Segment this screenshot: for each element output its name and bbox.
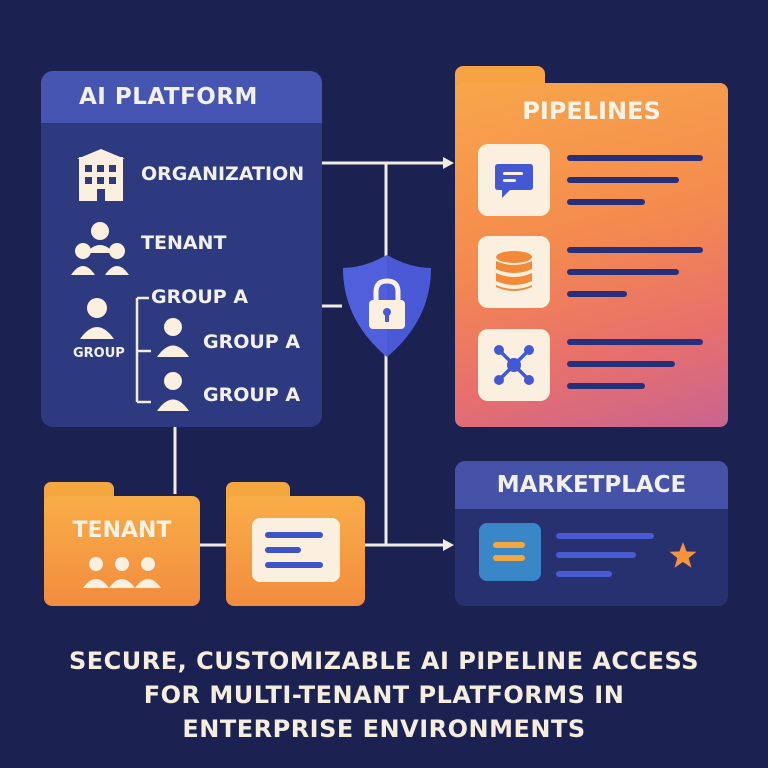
users-icon [83, 557, 161, 588]
database-icon [496, 251, 532, 291]
tenant-label: TENANT [141, 232, 227, 254]
pipeline-line [567, 361, 675, 367]
pipelines-title: PIPELINES [522, 97, 661, 125]
tenant-folder[interactable]: TENANT [44, 496, 200, 606]
chat-icon [495, 164, 533, 198]
document-folder[interactable] [226, 496, 365, 606]
pipelines-folder: PIPELINES [455, 83, 728, 427]
group-item-label: GROUP A [151, 286, 249, 308]
shield-lock-icon [343, 255, 431, 357]
pipeline-line [567, 199, 645, 205]
app-tile-line [493, 555, 525, 561]
document-icon [252, 518, 340, 582]
marketplace-line [556, 533, 654, 539]
marketplace-line [556, 571, 612, 577]
caption-line: SECURE, CUSTOMIZABLE AI PIPELINE ACCESS [68, 647, 700, 675]
marketplace-panel: MARKETPLACE [455, 461, 728, 606]
organization-label: ORGANIZATION [141, 163, 305, 185]
caption-line: FOR MULTI-TENANT PLATFORMS IN [143, 681, 625, 709]
pipeline-line [567, 383, 645, 389]
pipeline-line [567, 247, 703, 253]
pipeline-line [567, 269, 679, 275]
users-icon [71, 222, 129, 275]
pipeline-item-network[interactable] [478, 329, 550, 401]
tenant-folder-label: TENANT [72, 518, 172, 543]
group-item-label: GROUP A [203, 384, 301, 406]
arrowhead-pipelines [443, 157, 454, 169]
ai-platform-panel: AI PLATFORM ORGANIZATION TENANT GROUP [41, 71, 322, 427]
group-tree-bracket [135, 296, 151, 404]
arrowhead-marketplace [443, 539, 454, 551]
marketplace-app-tile[interactable] [479, 523, 541, 581]
ai-platform-title: AI PLATFORM [41, 71, 322, 123]
group-item-label: GROUP A [203, 331, 301, 353]
user-icon [157, 372, 189, 411]
pipeline-item-database[interactable] [478, 236, 550, 308]
user-icon [157, 318, 189, 357]
marketplace-line [556, 552, 636, 558]
pipeline-line [567, 177, 679, 183]
group-label: GROUP [73, 346, 125, 361]
app-tile-line [493, 542, 525, 548]
pipeline-item-chat[interactable] [478, 144, 550, 216]
caption-line: ENTERPRISE ENVIRONMENTS [182, 715, 586, 743]
pipeline-line [567, 291, 627, 297]
star-icon[interactable] [668, 541, 698, 571]
pipeline-line [567, 155, 703, 161]
pipeline-line [567, 339, 703, 345]
building-icon [77, 149, 125, 201]
network-icon [494, 345, 534, 385]
marketplace-title: MARKETPLACE [455, 461, 728, 509]
user-icon [80, 298, 114, 339]
